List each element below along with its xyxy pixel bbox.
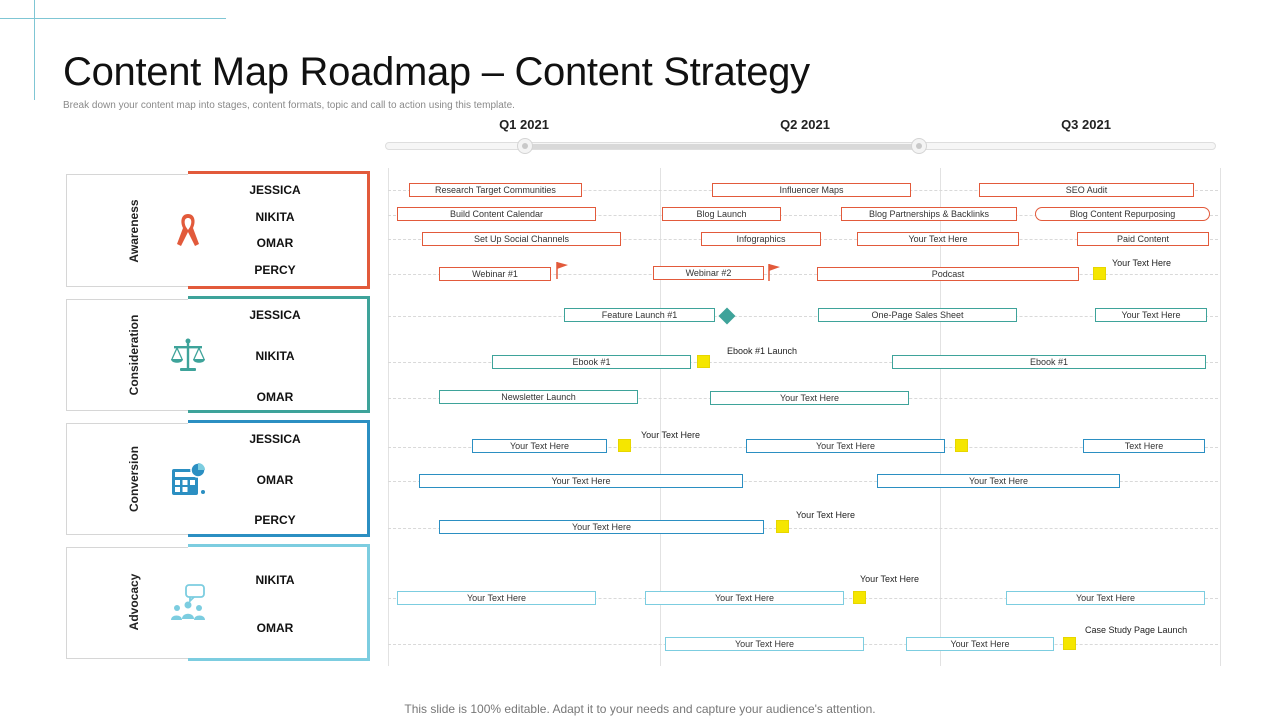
quarter-label-q3: Q3 2021 [1061, 117, 1111, 132]
decorative-horizontal-line [0, 18, 226, 19]
grid-column-line [660, 168, 661, 666]
timeline-marker-end[interactable] [911, 138, 927, 154]
task-bar-your-text-here[interactable]: Your Text Here [710, 391, 909, 405]
ribbon-icon [177, 214, 199, 246]
scales-icon [171, 338, 205, 371]
grid-row-line [388, 215, 1218, 216]
task-bar-webinar-1[interactable]: Webinar #1 [439, 267, 551, 281]
page-subtitle: Break down your content map into stages,… [63, 100, 515, 111]
task-bar-your-text-here[interactable]: Your Text Here [665, 637, 864, 651]
quarter-label-q2: Q2 2021 [780, 117, 830, 132]
stage-label-consideration: Consideration [127, 314, 141, 396]
grid-row-line [388, 274, 1218, 275]
task-bar-ebook-1[interactable]: Ebook #1 [492, 355, 691, 369]
milestone-note: Ebook #1 Launch [727, 346, 798, 356]
task-bar-your-text-here[interactable]: Your Text Here [397, 591, 596, 605]
person-name: JESSICA [249, 432, 301, 446]
task-bar-your-text-here[interactable]: Your Text Here [906, 637, 1054, 651]
person-name: NIKITA [255, 573, 295, 587]
milestone-note: Your Text Here [796, 510, 856, 520]
milestone-marker [1063, 637, 1076, 650]
task-bar-your-text-here[interactable]: Your Text Here [419, 474, 743, 488]
stage-label-awareness: Awareness [127, 199, 141, 263]
page-title: Content Map Roadmap – Content Strategy [63, 50, 810, 94]
milestone-marker [955, 439, 968, 452]
person-name: OMAR [256, 390, 294, 404]
milestone-note: Your Text Here [860, 574, 920, 584]
person-name: OMAR [256, 621, 294, 635]
person-name: NIKITA [255, 210, 295, 224]
grid-row-line [388, 362, 1218, 363]
person-name: JESSICA [249, 308, 301, 322]
flag-icon [768, 264, 780, 281]
timeline-progress-fill [525, 144, 919, 149]
milestone-marker [697, 355, 710, 368]
milestone-marker [776, 520, 789, 533]
task-bar-blog-partnerships[interactable]: Blog Partnerships & Backlinks [841, 207, 1017, 221]
stage-people-panel-awareness [188, 171, 370, 289]
milestone-note: Your Text Here [1112, 258, 1172, 268]
task-bar-infographics[interactable]: Infographics [701, 232, 821, 246]
task-bar-ebook-1[interactable]: Ebook #1 [892, 355, 1206, 369]
milestone-marker [618, 439, 631, 452]
task-bar-seo-audit[interactable]: SEO Audit [979, 183, 1194, 197]
task-bar-your-text-here[interactable]: Your Text Here [1095, 308, 1207, 322]
stage-label-conversion: Conversion [127, 445, 141, 513]
person-name: OMAR [256, 236, 294, 250]
person-name: NIKITA [255, 349, 295, 363]
grid-row-line [388, 481, 1218, 482]
stage-people-panel-conversion [188, 420, 370, 537]
grid-row-line [388, 316, 1218, 317]
task-bar-your-text-here[interactable]: Your Text Here [877, 474, 1120, 488]
quarter-label-q1: Q1 2021 [499, 117, 549, 132]
milestone-note: Your Text Here [641, 430, 701, 440]
calculator-icon [172, 462, 206, 495]
task-bar-webinar-2[interactable]: Webinar #2 [653, 266, 764, 280]
timeline-marker-start[interactable] [517, 138, 533, 154]
task-bar-your-text-here[interactable]: Your Text Here [645, 591, 844, 605]
task-bar-podcast[interactable]: Podcast [817, 267, 1079, 281]
flag-icon [556, 262, 568, 279]
footer-note: This slide is 100% editable. Adapt it to… [404, 702, 876, 716]
person-name: JESSICA [249, 183, 301, 197]
grid-column-line [388, 168, 389, 666]
stage-people-panel-advocacy [188, 544, 370, 661]
task-bar-research-target-communities[interactable]: Research Target Communities [409, 183, 582, 197]
task-bar-your-text-here[interactable]: Your Text Here [1006, 591, 1205, 605]
grid-column-line [1220, 168, 1221, 666]
stage-people-panel-consideration [188, 296, 370, 413]
grid-column-line [940, 168, 941, 666]
task-bar-build-content-calendar[interactable]: Build Content Calendar [397, 207, 596, 221]
task-bar-influencer-maps[interactable]: Influencer Maps [712, 183, 911, 197]
community-chat-icon [171, 584, 205, 620]
person-name: PERCY [254, 513, 296, 527]
task-bar-your-text-here[interactable]: Your Text Here [746, 439, 945, 453]
stage-label-advocacy: Advocacy [127, 573, 141, 631]
task-bar-your-text-here[interactable]: Your Text Here [472, 439, 607, 453]
task-bar-your-text-here[interactable]: Your Text Here [857, 232, 1019, 246]
milestone-marker [853, 591, 866, 604]
person-name: OMAR [256, 473, 294, 487]
decorative-vertical-line [34, 0, 35, 100]
milestone-marker [1093, 267, 1106, 280]
task-bar-one-page-sales-sheet[interactable]: One-Page Sales Sheet [818, 308, 1017, 322]
diamond-milestone-icon [718, 307, 736, 325]
task-bar-paid-content[interactable]: Paid Content [1077, 232, 1209, 246]
milestone-note: Case Study Page Launch [1085, 625, 1188, 635]
task-bar-text-here[interactable]: Text Here [1083, 439, 1205, 453]
grid-row-line [388, 528, 1218, 529]
task-bar-set-up-social-channels[interactable]: Set Up Social Channels [422, 232, 621, 246]
person-name: PERCY [254, 263, 296, 277]
task-bar-your-text-here[interactable]: Your Text Here [439, 520, 764, 534]
task-bar-newsletter-launch[interactable]: Newsletter Launch [439, 390, 638, 404]
task-bar-feature-launch-1[interactable]: Feature Launch #1 [564, 308, 715, 322]
task-bar-blog-launch[interactable]: Blog Launch [662, 207, 781, 221]
task-bar-blog-content-repurposing[interactable]: Blog Content Repurposing [1035, 207, 1210, 221]
